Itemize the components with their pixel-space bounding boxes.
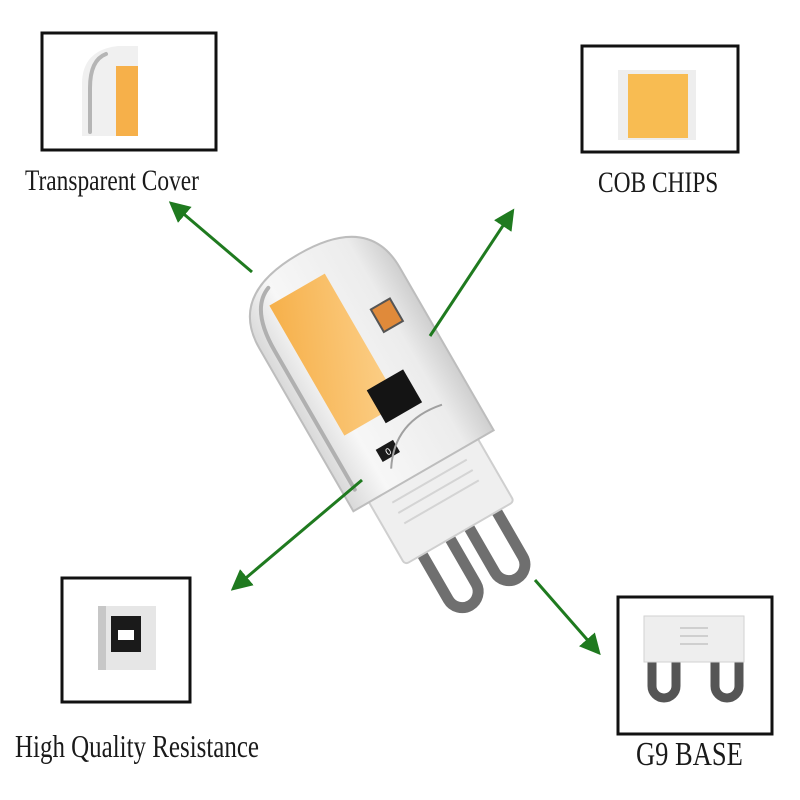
bulb-pin-right — [457, 495, 531, 587]
label-transparent-cover: Transparent Cover — [25, 164, 199, 197]
callout-box-resistance — [60, 576, 192, 704]
arrow-cover — [168, 201, 253, 274]
g9-led-bulb: 0 — [248, 235, 531, 614]
callout-box-cover — [40, 31, 218, 152]
callout-box-base — [616, 595, 774, 736]
bulb-cob-chip — [269, 273, 400, 436]
arrow-resistance — [230, 478, 363, 591]
label-g9-base: G9 BASE — [636, 736, 743, 773]
cob-chip-thumbnail — [618, 70, 696, 140]
label-cob-chips: COB CHIPS — [598, 166, 719, 199]
arrow-chips — [428, 208, 515, 337]
resistor-thumbnail — [98, 606, 156, 670]
bulb-resistor — [375, 439, 400, 462]
arrow-base — [533, 579, 601, 656]
bulb-pin-left — [410, 522, 484, 614]
callout-box-chips — [580, 44, 740, 154]
g9-base-thumbnail — [643, 615, 745, 703]
bulb-ic-chip — [366, 369, 423, 424]
bulb-resistor-marking: 0 — [384, 447, 394, 459]
transparent-cover-thumbnail — [82, 46, 138, 136]
label-high-quality-resistance: High Quality Resistance — [15, 728, 260, 764]
callout-arrows — [168, 201, 601, 656]
